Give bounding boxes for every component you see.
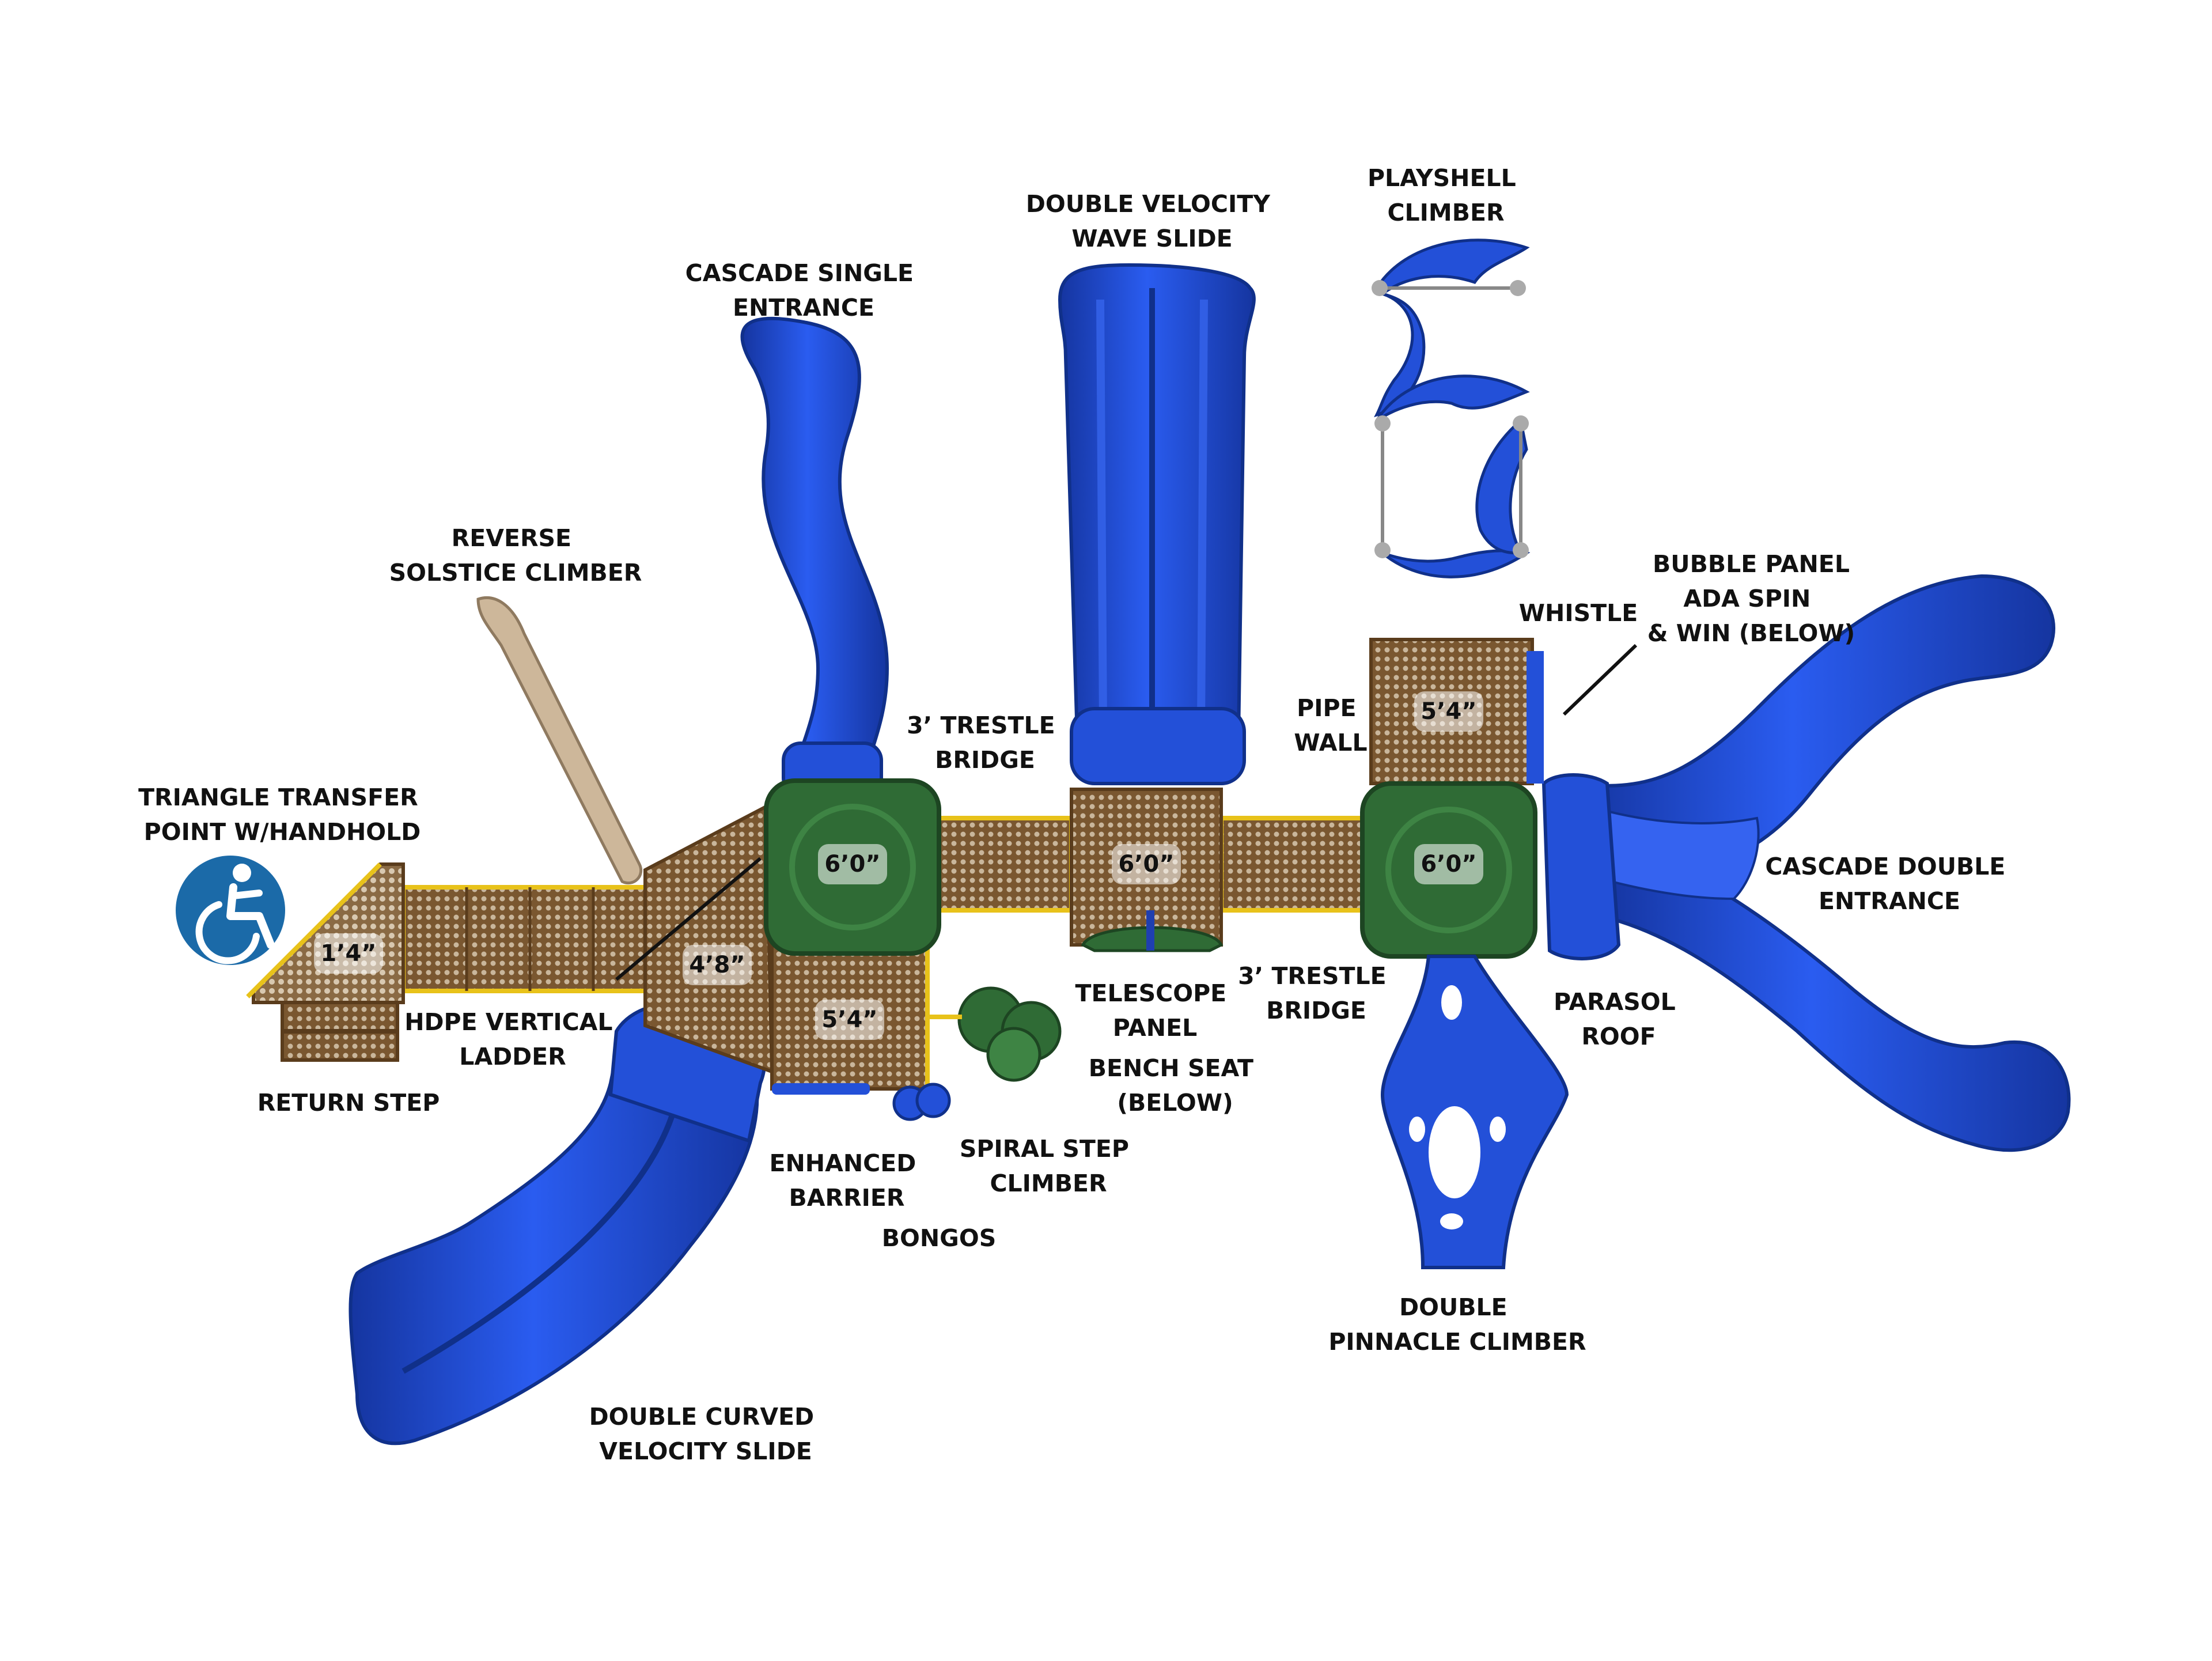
reverse-solstice-climber: [476, 596, 643, 885]
label-trestle-bridge-bottom: 3’ TRESTLE BRIDGE: [1238, 962, 1395, 1024]
trestle-bridge-left: [937, 816, 1074, 913]
label-spiral-step-climber: SPIRAL STEP CLIMBER: [960, 1135, 1137, 1197]
height-deck-right-upper: 5’4”: [1421, 698, 1476, 725]
label-enhanced-barrier: ENHANCED BARRIER: [769, 1149, 924, 1212]
label-trestle-bridge-top: 3’ TRESTLE BRIDGE: [907, 712, 1063, 774]
label-cascade-single-entrance: CASCADE SINGLE ENTRANCE: [685, 259, 922, 321]
leader-hdpe-ladder: [615, 857, 762, 981]
cascade-single-entrance-slide: [740, 316, 889, 785]
height-deck-middle: 6’0”: [1118, 851, 1174, 877]
height-deck-main-left: 6’0”: [824, 851, 880, 877]
spiral-step-climber: [927, 986, 1062, 1082]
label-double-pinnacle-climber: DOUBLE PINNACLE CLIMBER: [1328, 1293, 1586, 1356]
playshell-climber: [1372, 239, 1531, 578]
label-playshell-climber: PLAYSHELL CLIMBER: [1368, 164, 1524, 226]
cascade-double-entrance-slide-lower: [1599, 838, 2071, 1152]
cascade-double-entrance-hood: [1541, 773, 1621, 960]
label-parasol-roof: PARASOL ROOF: [1554, 988, 1684, 1050]
ada-accessibility-icon: [176, 856, 285, 965]
label-triangle-transfer: TRIANGLE TRANSFER POINT W/HANDHOLD: [138, 784, 426, 846]
label-bubble-panel: BUBBLE PANEL: [1653, 550, 1850, 578]
label-ada-spin-win: ADA SPIN & WIN (BELOW): [1647, 585, 1855, 647]
label-pipe-wall: PIPE WALL: [1294, 694, 1367, 756]
label-hdpe-vertical-ladder: HDPE VERTICAL LADDER: [404, 1008, 621, 1070]
label-return-step: RETURN STEP: [257, 1089, 440, 1117]
label-cascade-double-entrance: CASCADE DOUBLE ENTRANCE: [1765, 853, 2013, 915]
wave-slide-hood: [1070, 707, 1246, 785]
label-reverse-solstice-climber: REVERSE SOLSTICE CLIMBER: [389, 524, 642, 587]
height-deck-left: 4’8”: [689, 952, 745, 978]
label-telescope-panel: TELESCOPE PANEL: [1075, 979, 1235, 1042]
cascade-double-fan: [1589, 805, 1760, 901]
label-double-curved-velocity-slide: DOUBLE CURVED VELOCITY SLIDE: [589, 1403, 823, 1465]
leader-ada-spin: [1562, 644, 1638, 716]
height-transfer: 1’4”: [320, 940, 376, 967]
trestle-bridge-right: [1219, 816, 1368, 913]
label-bench-seat: BENCH SEAT (BELOW): [1089, 1054, 1262, 1117]
height-deck-lower: 5’4”: [821, 1007, 877, 1033]
bongos: [892, 1083, 951, 1121]
double-pinnacle-climber: [1380, 955, 1569, 1269]
height-deck-main-right: 6’0”: [1421, 851, 1476, 877]
double-velocity-wave-slide: [1058, 263, 1256, 739]
enhanced-barrier: [772, 1083, 870, 1095]
cascade-double-entrance-slide-upper: [1574, 574, 2055, 878]
label-double-velocity-wave-slide: DOUBLE VELOCITY WAVE SLIDE: [1026, 190, 1278, 252]
double-curved-velocity-slide: [349, 1019, 759, 1446]
label-whistle: WHISTLE: [1519, 599, 1638, 627]
label-bongos: BONGOS: [882, 1224, 996, 1252]
